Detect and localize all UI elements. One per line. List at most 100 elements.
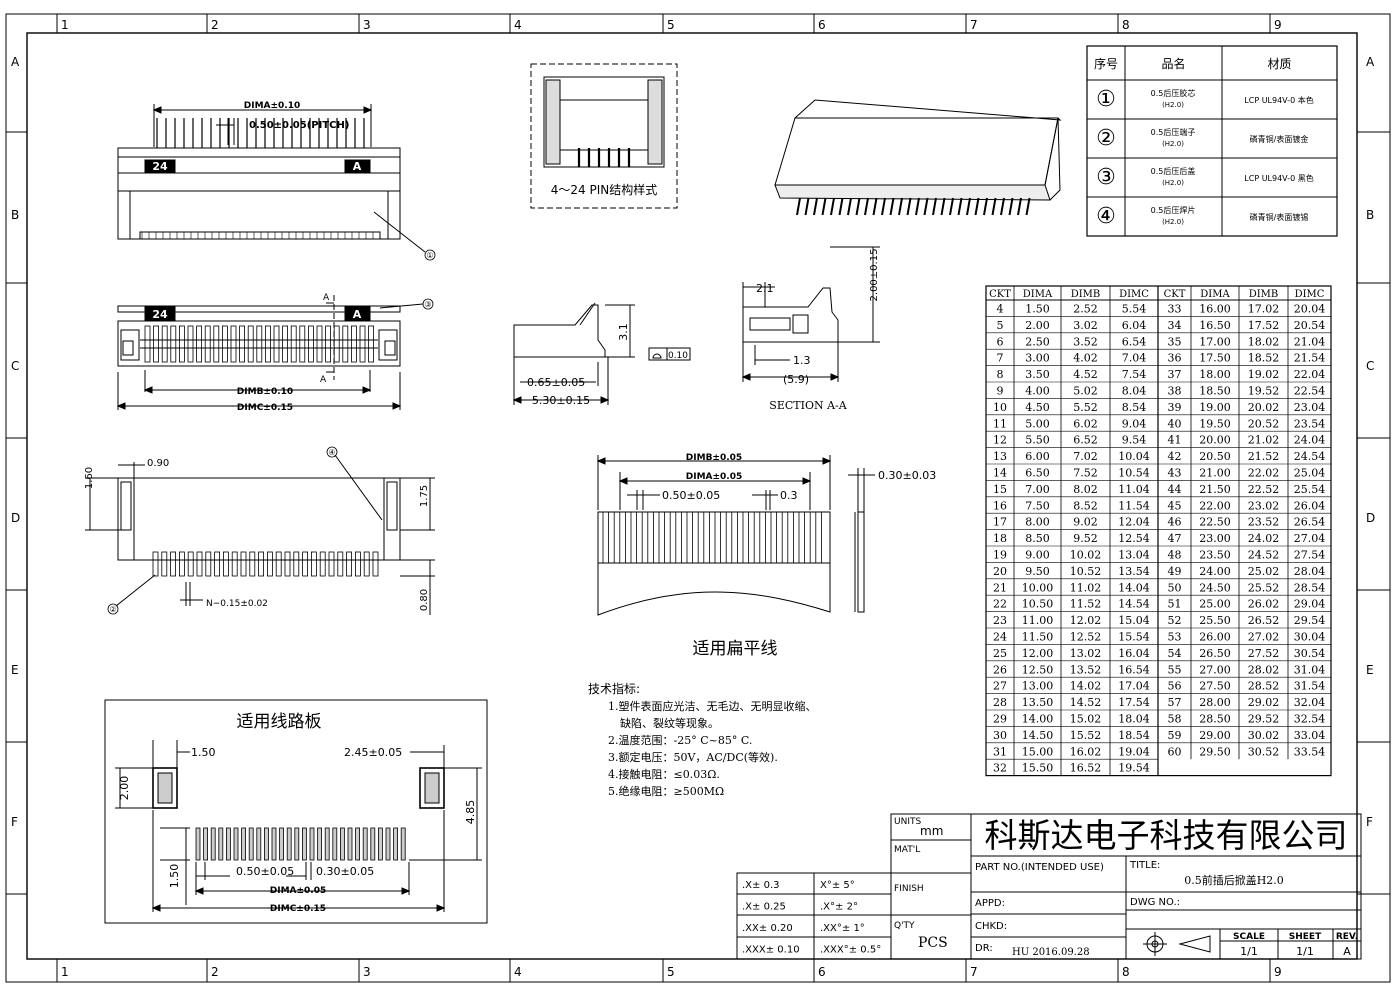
ckt-cell: 19.54 xyxy=(1118,762,1150,775)
bottom-dim-160: 1.60 xyxy=(84,467,95,489)
iso-pin xyxy=(949,197,954,216)
iso-pin xyxy=(932,197,937,216)
bottom-pin xyxy=(363,551,370,577)
border-col-bottom: 1 xyxy=(61,965,69,979)
ckt-cell: 6.02 xyxy=(1073,417,1098,430)
units-value: mm xyxy=(920,824,943,838)
border-col-top: 3 xyxy=(363,18,371,32)
ckt-cell: 16.52 xyxy=(1070,762,1102,775)
ckt-cell: 13.52 xyxy=(1070,663,1102,676)
ckt-cell: 17.00 xyxy=(1199,335,1231,348)
section-dim-21: 2.1 xyxy=(756,282,774,295)
ckt-cell: 7 xyxy=(997,352,1004,365)
bottom-pin xyxy=(196,551,203,577)
tolerance-linear: .XX± 0.20 xyxy=(742,923,793,934)
iso-pin xyxy=(855,197,861,216)
ckt-cell: 8.02 xyxy=(1073,483,1098,496)
ckt-cell: 7.52 xyxy=(1073,467,1098,480)
ckt-cell: 5 xyxy=(997,319,1004,332)
front-pitch-label: 0.50±0.05(PITCH) xyxy=(249,120,349,131)
border-row-left: E xyxy=(11,663,19,677)
ckt-cell: 9.00 xyxy=(1025,549,1050,562)
top-pin xyxy=(325,325,332,363)
side-dim-065: 0.65±0.05 xyxy=(527,376,585,389)
materials-material: LCP UL94V-0 本色 xyxy=(1244,95,1313,105)
ckt-cell: 7.04 xyxy=(1122,352,1147,365)
bottom-pin xyxy=(178,551,185,577)
pcb-dim-245: 2.45±0.05 xyxy=(344,746,402,759)
ckt-cell: 27.52 xyxy=(1248,647,1280,660)
ckt-cell: 20.02 xyxy=(1248,401,1280,414)
section-caption: SECTION A-A xyxy=(769,399,847,412)
iso-pin xyxy=(847,197,852,216)
ckt-cell: 50 xyxy=(1168,581,1182,594)
ckt-cell: 25.00 xyxy=(1199,598,1231,611)
border-col-top: 6 xyxy=(818,18,826,32)
ckt-cell: 25.50 xyxy=(1199,614,1231,627)
pcb-pad xyxy=(339,827,345,861)
scale-label: SCALE xyxy=(1233,932,1265,942)
materials-header: 品名 xyxy=(1161,56,1185,71)
ckt-cell: 11.02 xyxy=(1070,581,1102,594)
pcb-pad xyxy=(370,827,376,861)
ckt-cell: 23.50 xyxy=(1199,549,1231,562)
units-label: UNITS xyxy=(894,817,921,827)
ckt-header: DIMB xyxy=(1071,289,1101,300)
ckt-cell: 3.00 xyxy=(1025,352,1050,365)
top-pin xyxy=(368,325,375,363)
materials-no: ③ xyxy=(1096,165,1116,190)
ckt-cell: 31.54 xyxy=(1294,680,1326,693)
qty-value: PCS xyxy=(918,935,948,951)
border-col-bottom: 6 xyxy=(818,965,826,979)
iso-pin xyxy=(821,197,827,216)
title-block xyxy=(736,813,1362,960)
pcb-pad xyxy=(256,827,262,861)
bottom-pin xyxy=(214,551,221,577)
title-label: TITLE: xyxy=(1129,860,1160,871)
pcb-title: 适用线路板 xyxy=(237,712,322,732)
bottom-pin xyxy=(354,551,361,577)
ckt-cell: 55 xyxy=(1168,663,1182,676)
pcb-pad xyxy=(241,827,247,861)
pcb-pad xyxy=(195,827,201,861)
ckt-cell: 7.54 xyxy=(1122,368,1147,381)
ckt-cell: 24 xyxy=(993,631,1007,644)
ckt-cell: 44 xyxy=(1168,483,1182,496)
ckt-cell: 24.00 xyxy=(1199,565,1231,578)
ckt-cell: 3.50 xyxy=(1025,368,1050,381)
tech-spec-line: 缺陷、裂纹等现象。 xyxy=(620,716,719,730)
ckt-cell: 27 xyxy=(993,680,1007,693)
sheet-frame xyxy=(5,13,1391,983)
iso-pin xyxy=(889,197,895,216)
pcb-dim-150b: 1.50 xyxy=(168,864,181,889)
bottom-pin xyxy=(266,551,273,577)
ckt-header: DIMC xyxy=(1295,289,1325,300)
ckt-cell: 35 xyxy=(1168,335,1182,348)
ckt-cell: 12.54 xyxy=(1118,532,1150,545)
border-col-top: 5 xyxy=(667,18,675,32)
bottom-pin xyxy=(161,551,168,577)
iso-pin xyxy=(830,197,835,216)
ckt-cell: 8.04 xyxy=(1122,385,1147,398)
ckt-cell: 6.52 xyxy=(1073,434,1098,447)
iso-pin xyxy=(974,197,980,216)
chkd-label: CHKD: xyxy=(975,921,1007,932)
ckt-cell: 19.02 xyxy=(1248,368,1280,381)
top-pin xyxy=(187,325,194,363)
ckt-cell: 25.04 xyxy=(1294,467,1326,480)
ckt-cell: 16.00 xyxy=(1199,303,1231,316)
ckt-cell: 33 xyxy=(1168,303,1182,316)
bottom-pin xyxy=(293,551,300,577)
ckt-cell: 25.52 xyxy=(1248,581,1280,594)
ffc-dimb-label: DIMB±0.05 xyxy=(686,453,742,463)
pcb-pad xyxy=(294,827,300,861)
ckt-cell: 6.00 xyxy=(1025,450,1050,463)
front-view xyxy=(117,104,426,253)
iso-pin xyxy=(923,197,929,216)
ckt-cell: 26.00 xyxy=(1199,631,1231,644)
ckt-cell: 19.04 xyxy=(1118,745,1150,758)
top-pin xyxy=(290,325,297,363)
front-pin-count: 24 xyxy=(152,160,168,173)
